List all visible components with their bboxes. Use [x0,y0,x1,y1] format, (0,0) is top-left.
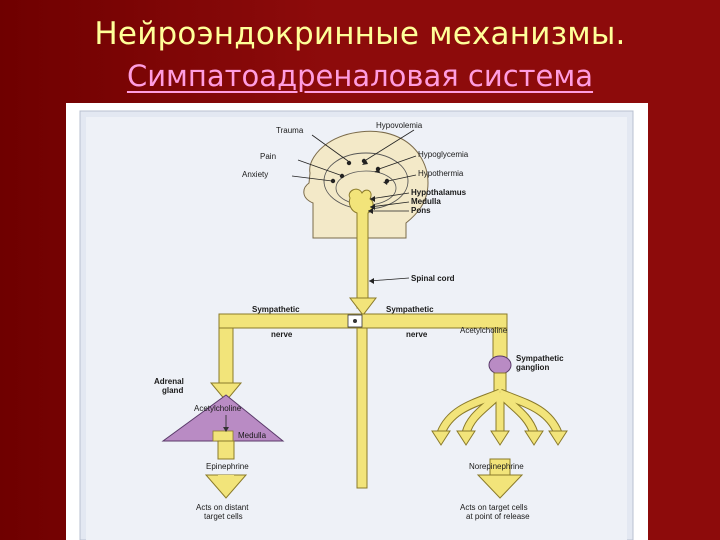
adrenal-inner-arrowhead [223,427,229,432]
adrenal-medulla [212,430,234,442]
slide-subtitle-text: Симпатоадреналовая система [126,59,594,93]
label-medulla-brain: Medulla [411,197,441,206]
label-acetylcholine-right: Acetylcholine [460,326,508,335]
label-sympathetic-right: Sympathetic [386,305,434,314]
label-hypothermia: Hypothermia [418,169,464,178]
label-norepinephrine: Norepinephrine [469,462,524,471]
spinal-cord-lower [356,327,368,489]
postganglionic-fibers-fill [437,389,562,435]
epinephrine-shaft [217,440,235,460]
brainstem [348,188,374,309]
fiber-arrowhead [490,430,510,446]
norepinephrine-arrow [476,474,524,499]
epinephrine-arrow-join [218,475,234,477]
brain-dot [339,173,345,179]
label-medulla-adrenal: Medulla [238,431,267,440]
label-sympathetic-ganglion-2: ganglion [516,363,549,372]
diagram-figure: Trauma Pain Anxiety Hypovolemia Hypoglyc… [66,103,648,540]
label-acetylcholine-left: Acetylcholine [194,404,242,413]
slide-title: Нейроэндокринные механизмы. [94,16,626,52]
label-adrenal-gland-1: Adrenal [154,377,184,386]
label-pain: Pain [260,152,276,161]
brain-dot [330,178,336,184]
sympathetic-ganglion [488,355,512,375]
label-hypovolemia: Hypovolemia [376,121,423,130]
label-epinephrine: Epinephrine [206,462,249,471]
label-pons: Pons [411,206,431,215]
spinal-cord-arrow [348,297,378,316]
label-trauma: Trauma [276,126,304,135]
label-acts-release-1: Acts on target cells [460,503,528,512]
sympathoadrenal-diagram: Trauma Pain Anxiety Hypovolemia Hypoglyc… [79,110,634,540]
left-branch-arrow [209,382,243,402]
label-hypothalamus: Hypothalamus [411,188,467,197]
fiber-arrowhead [456,430,476,446]
left-nerve-branch [218,327,234,384]
label-acts-release-2: at point of release [466,512,530,521]
label-spinal-cord: Spinal cord [411,274,455,283]
label-adrenal-gland-2: gland [162,386,183,395]
fiber-fill-2 [462,390,503,435]
fiber-arrowheads [431,430,568,446]
label-nerve-right: nerve [406,330,428,339]
fiber-fill-5 [498,389,562,435]
label-anxiety: Anxiety [242,170,268,179]
slide-subtitle: Симпатоадреналовая система [0,56,720,96]
label-hypoglycemia: Hypoglycemia [418,150,469,159]
label-sympathetic-ganglion-1: Sympathetic [516,354,564,363]
fiber-arrowhead [431,430,451,446]
label-leader-lines [291,129,417,282]
nerve-junction-dot [353,319,357,323]
label-acts-distant-2: target cells [204,512,243,521]
fiber-arrowhead [548,430,568,446]
fiber-arrowhead [524,430,544,446]
label-acts-distant-1: Acts on distant [196,503,249,512]
label-nerve-left: nerve [271,330,293,339]
leader-arrowheads [362,160,388,284]
label-sympathetic-left: Sympathetic [252,305,300,314]
brain-dot [346,160,352,166]
